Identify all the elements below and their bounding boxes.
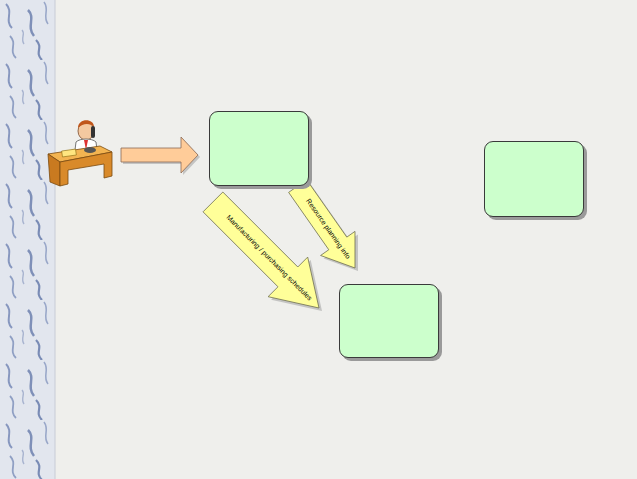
process-box: [209, 111, 309, 186]
block-arrow: [289, 180, 355, 268]
process-box: [484, 141, 584, 217]
side-band-texture: [0, 0, 55, 479]
side-band: [0, 0, 55, 479]
arrow-label: Manufacturing / purchasing schedules: [224, 213, 313, 302]
process-box: [339, 284, 439, 358]
person-at-desk: [48, 120, 112, 186]
input-arrow: [121, 137, 198, 173]
